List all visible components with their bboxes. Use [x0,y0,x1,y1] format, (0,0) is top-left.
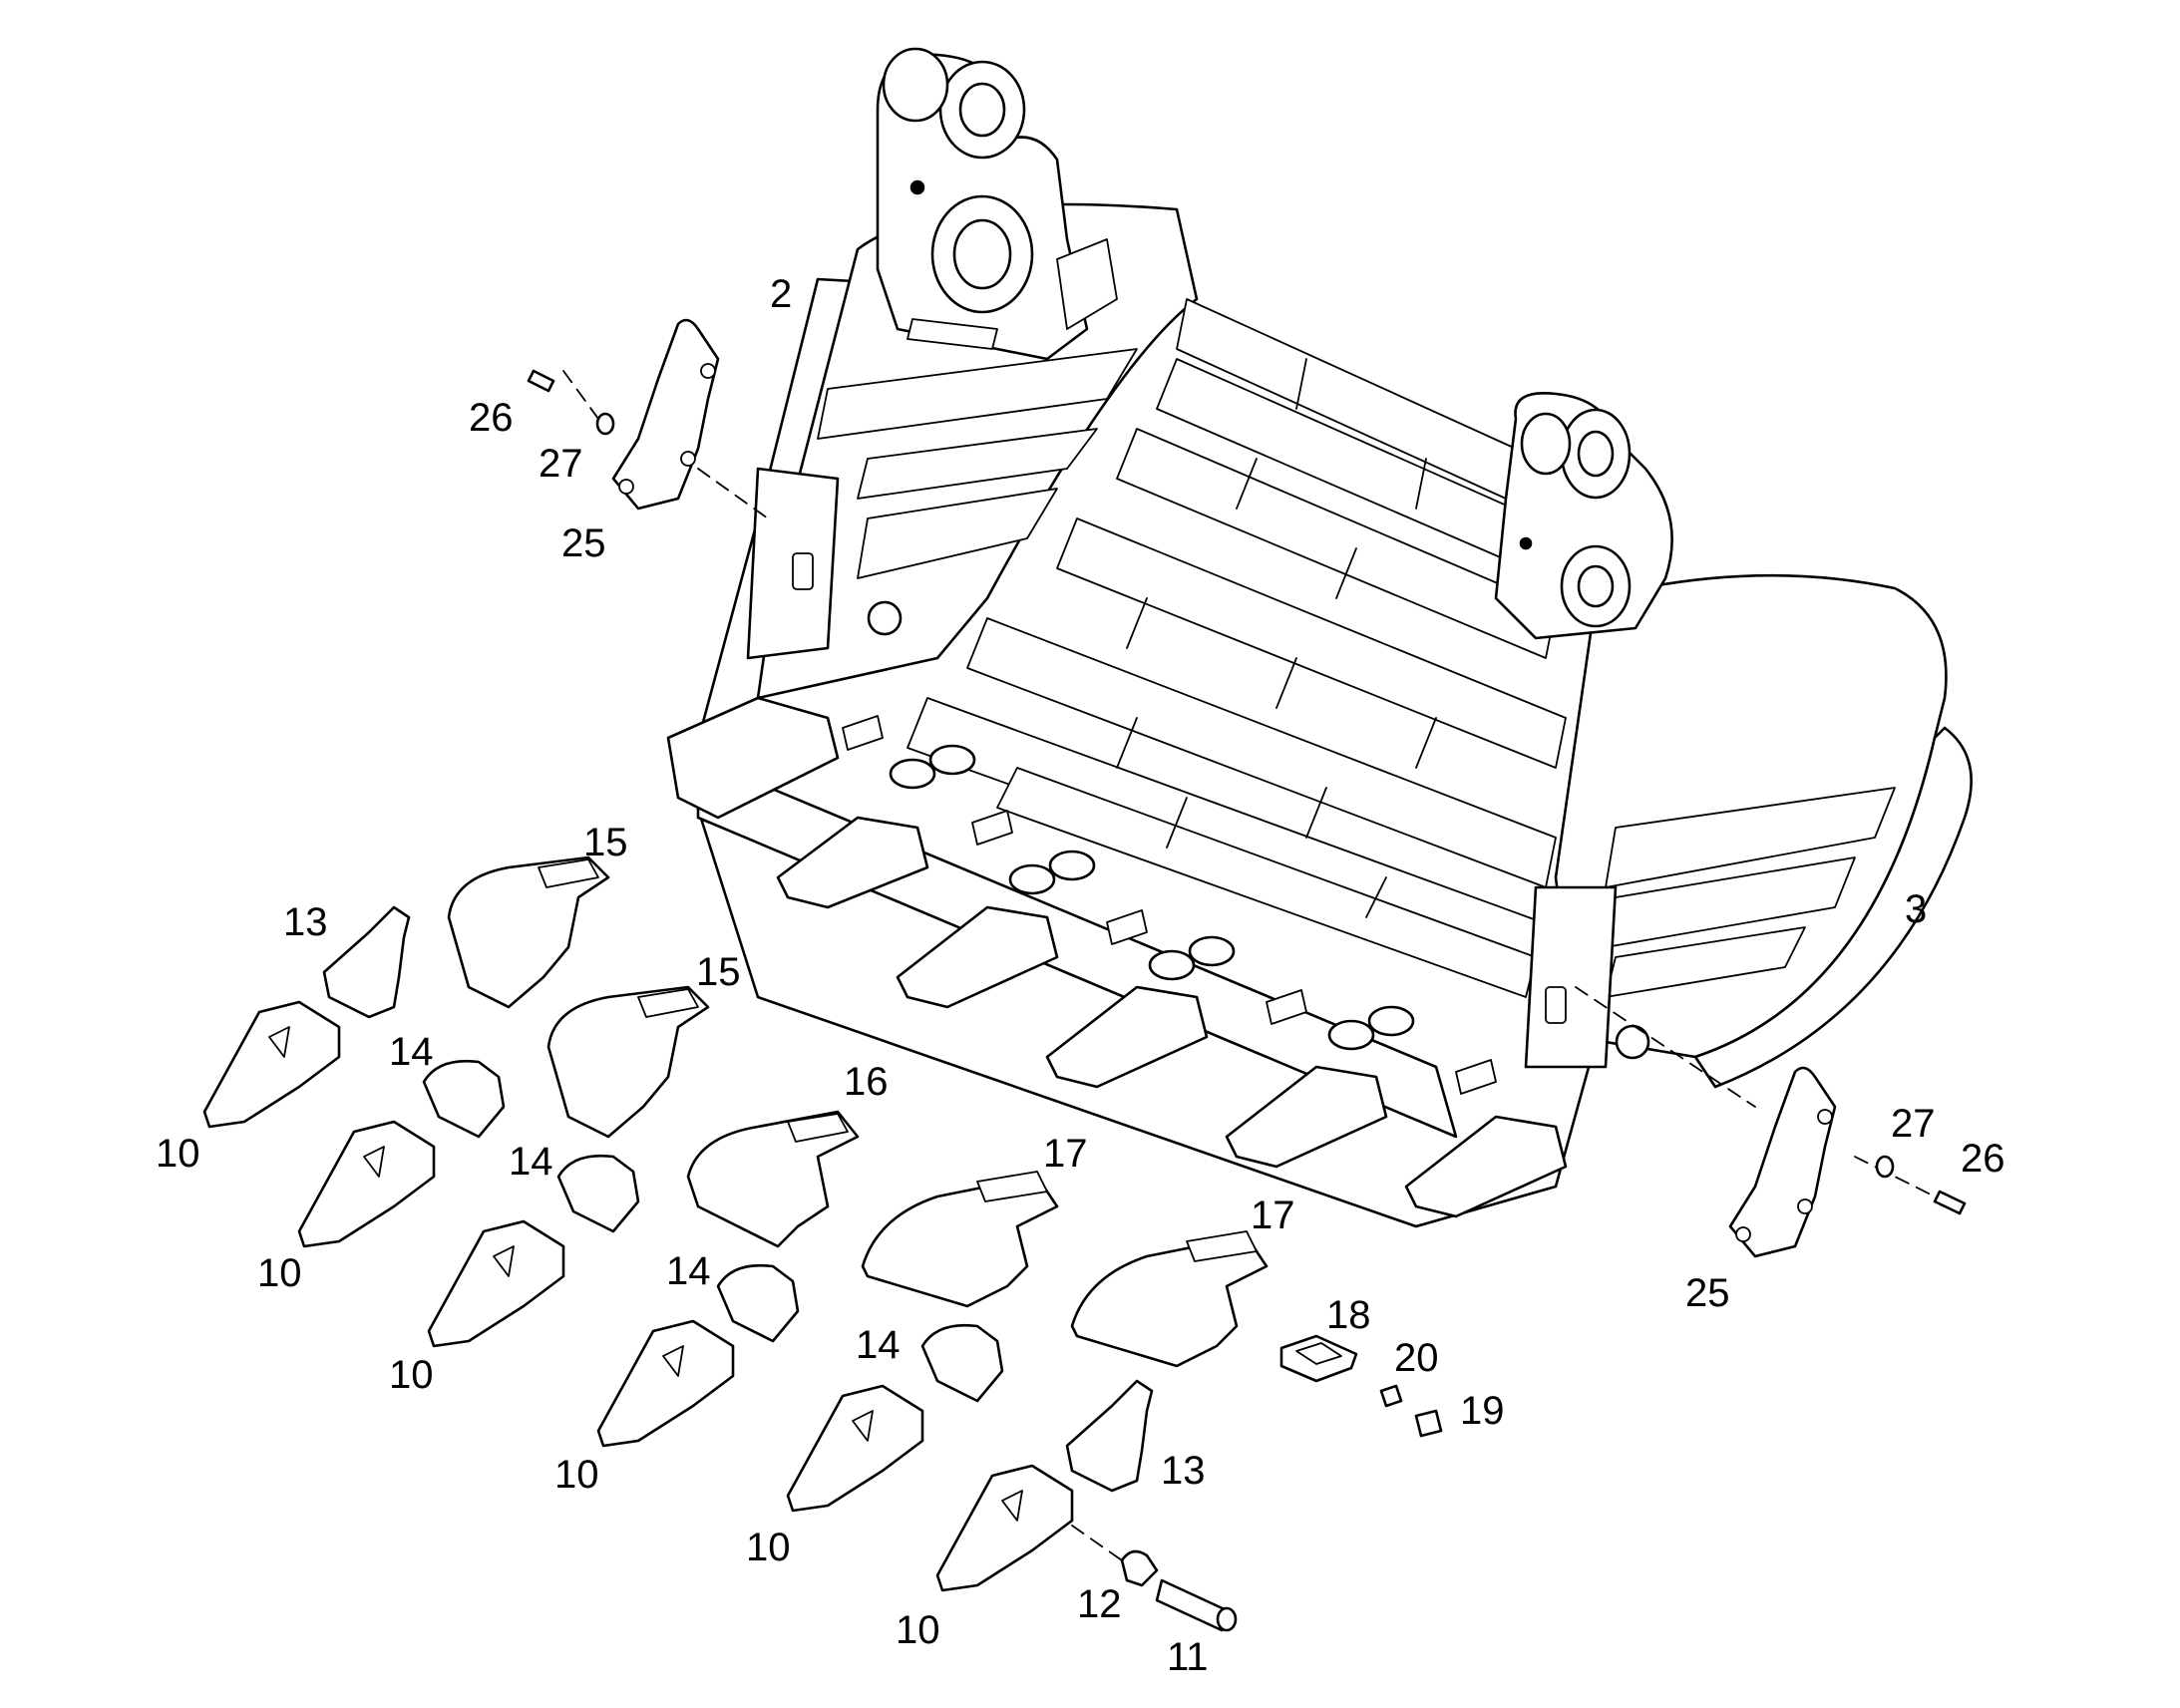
callout-16: 16 [844,1060,889,1104]
callout-10-d: 10 [554,1453,599,1497]
callout-15-upper: 15 [583,821,628,864]
callout-14-a: 14 [389,1030,434,1074]
retainer-12 [1120,1549,1159,1587]
left-pivot-bracket [876,47,1118,361]
callout-25-right: 25 [1685,1271,1730,1315]
pin-26-left [527,369,555,393]
callout-18: 18 [1326,1293,1371,1337]
mounted-adapters [666,696,1568,1218]
callout-25-left: 25 [561,521,606,565]
tip-cover-14-a [422,1059,506,1139]
callout-15-lower: 15 [696,950,741,994]
tip-cover-14-d [920,1323,1004,1403]
callout-3: 3 [1905,887,1927,931]
callout-20: 20 [1394,1336,1439,1380]
callout-10-c: 10 [389,1353,434,1397]
callout-11: 11 [1167,1635,1209,1679]
side-bracket-right-25 [1728,1066,1837,1258]
side-bracket-left-25 [611,318,720,511]
shroud-15-lower [546,985,710,1139]
adapter-13-lower [1065,1379,1154,1493]
tooth-10-e [786,1384,924,1513]
pin-11 [1155,1578,1238,1632]
callout-14-d: 14 [856,1323,901,1367]
tooth-10-f [935,1464,1074,1592]
shroud-17-right [1070,1230,1269,1368]
washer-27-left [595,412,615,436]
tooth-10-b [297,1120,436,1248]
callout-10-f: 10 [896,1608,940,1652]
callout-14-b: 14 [509,1140,553,1184]
callout-17-left: 17 [1043,1132,1088,1176]
shroud-16 [686,1110,860,1248]
callout-10-e: 10 [746,1526,791,1569]
callout-13-upper: 13 [283,900,328,944]
callout-10-b: 10 [257,1251,302,1295]
washer-27-right [1875,1155,1895,1179]
callout-17-right: 17 [1251,1194,1295,1237]
tooth-10-c [427,1219,565,1348]
callout-2: 2 [770,272,792,316]
tip-cover-14-c [716,1263,800,1343]
adapter-13-upper [322,905,411,1019]
bushing-20 [1379,1384,1403,1408]
callout-14-c: 14 [666,1249,711,1293]
callout-labels: 2 3 26 27 25 27 26 25 15 15 13 14 14 14 … [156,272,2005,1679]
callout-13-lower: 13 [1161,1449,1206,1493]
tooth-10-a [202,1000,341,1129]
callout-26-left: 26 [469,396,514,440]
callout-27-right: 27 [1891,1102,1936,1146]
lock-18 [1279,1334,1358,1383]
callout-19: 19 [1460,1389,1505,1433]
pin-26-right [1933,1190,1967,1215]
callout-26-right: 26 [1961,1137,2005,1181]
callout-27-left: 27 [539,442,583,486]
callout-12: 12 [1077,1582,1122,1626]
tooth-10-d [596,1319,735,1448]
right-pivot-bracket [1494,392,1673,640]
callout-10-a: 10 [156,1132,200,1176]
bolt-19 [1414,1409,1443,1438]
tip-cover-14-b [556,1154,640,1233]
shroud-15-upper [447,855,610,1009]
shroud-17-left [861,1171,1059,1308]
